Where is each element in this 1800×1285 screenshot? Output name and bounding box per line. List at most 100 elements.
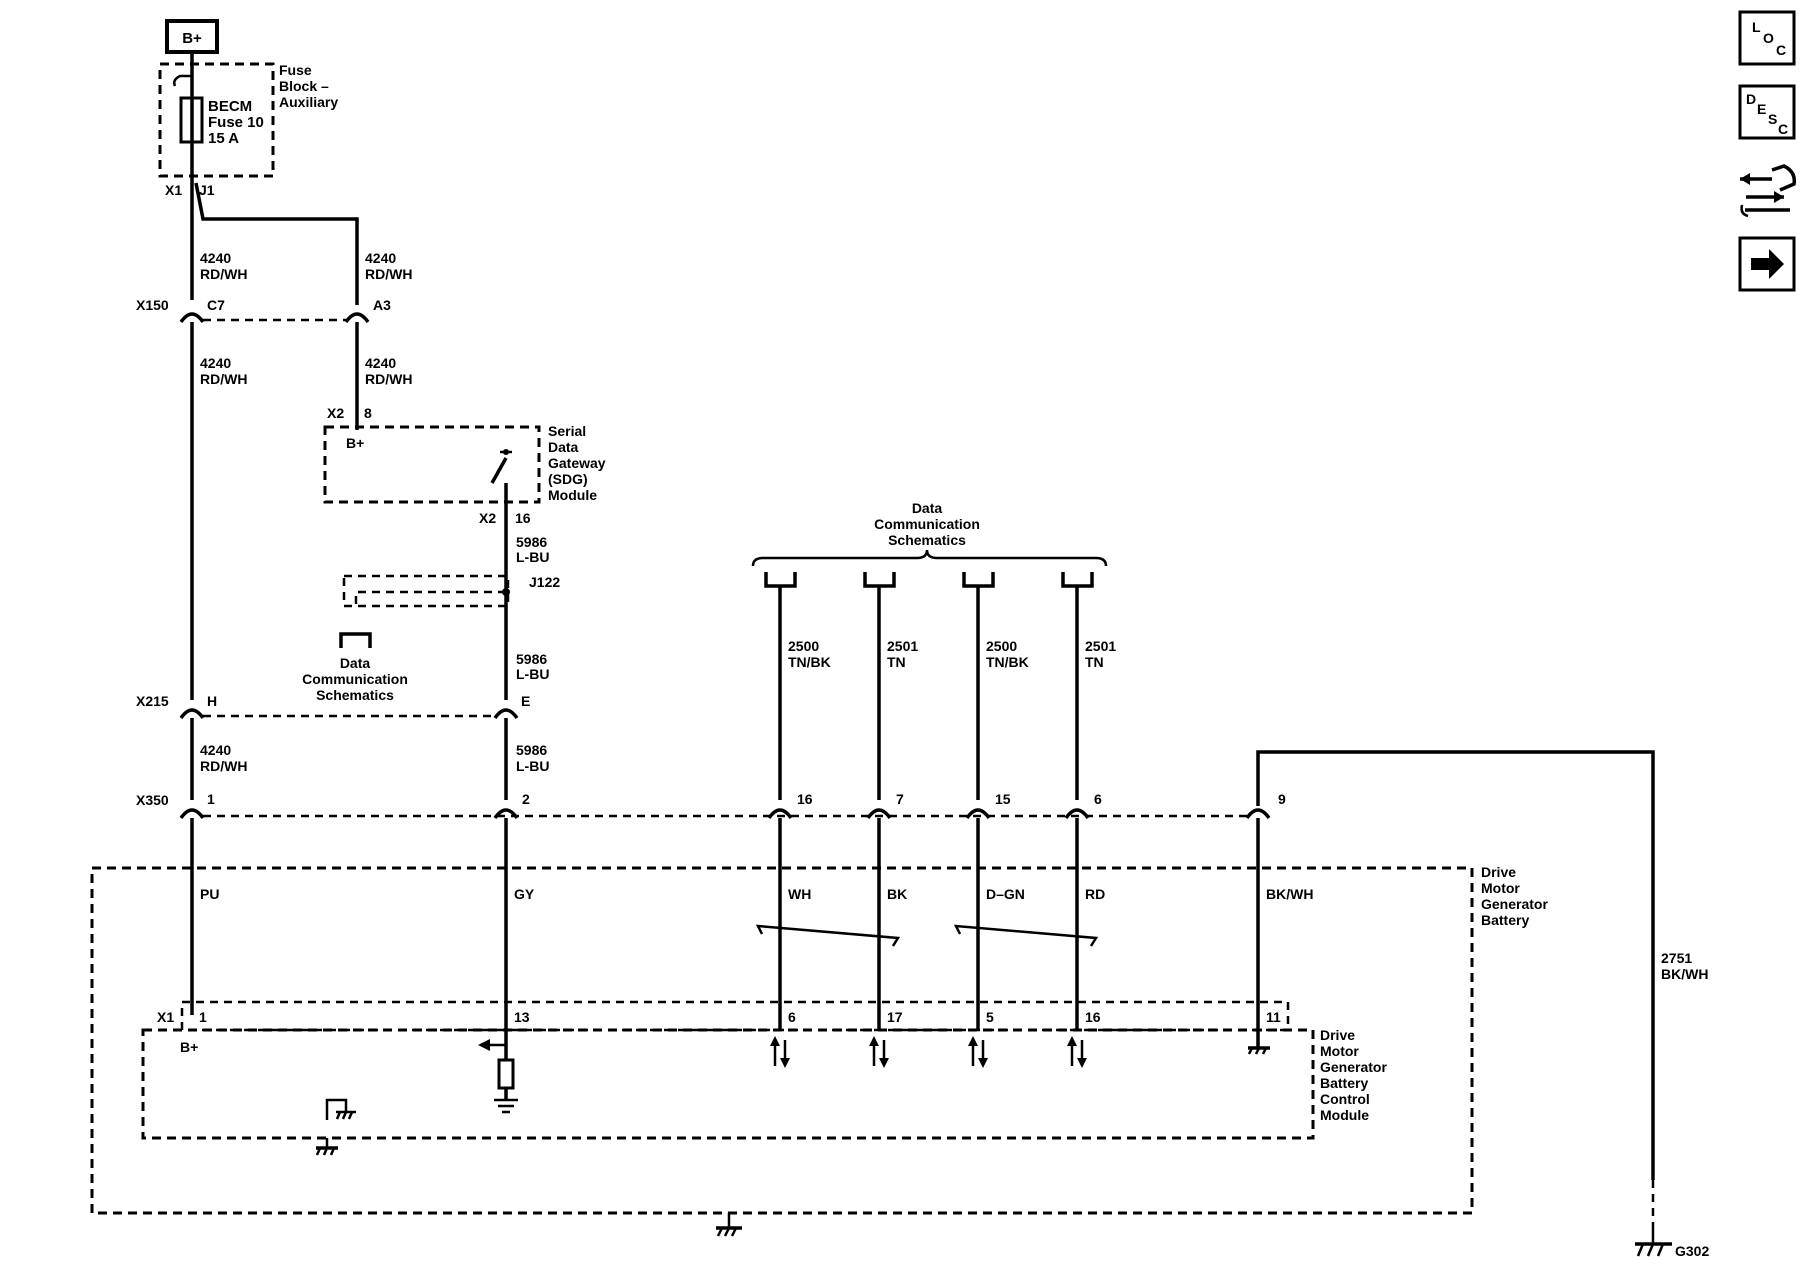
sdg-x2-in-label: X2 bbox=[327, 405, 344, 421]
internal-color-wh: WH bbox=[788, 886, 811, 902]
wire-2500-a-color: TN/BK bbox=[788, 654, 831, 670]
svg-text:Module: Module bbox=[1320, 1107, 1369, 1123]
wire-5986-b-num: 5986 bbox=[516, 651, 547, 667]
wire-5986-c-color: L-BU bbox=[516, 758, 549, 774]
x350-pin-7: 7 bbox=[896, 791, 904, 807]
sdg-x2-out-label: X2 bbox=[479, 510, 496, 526]
x350-pin-16: 16 bbox=[797, 791, 813, 807]
x1-pin-6: 6 bbox=[788, 1009, 796, 1025]
x150-pin-a3 bbox=[344, 312, 370, 324]
battery-case-ground-icon bbox=[716, 1213, 742, 1237]
pin13-signal-ground-symbol bbox=[478, 1039, 518, 1114]
wire-4240-c-num: 4240 bbox=[200, 355, 231, 371]
battery-source-label: B+ bbox=[182, 30, 202, 47]
loc-icon[interactable]: L O C bbox=[1738, 10, 1796, 66]
internal-color-dgn: D–GN bbox=[986, 886, 1025, 902]
svg-text:Fuse 10: Fuse 10 bbox=[208, 114, 264, 131]
sdg-switch-symbol bbox=[490, 457, 508, 484]
x150-a3-label: A3 bbox=[373, 297, 391, 313]
x350-pin-2: 2 bbox=[522, 791, 530, 807]
x150-label: X150 bbox=[136, 297, 169, 313]
svg-text:Drive: Drive bbox=[1481, 864, 1516, 880]
internal-color-pu: PU bbox=[200, 886, 219, 902]
data-comm-links-top bbox=[764, 572, 1094, 588]
wire-4240-d-num: 4240 bbox=[365, 355, 396, 371]
wire-2501-a-num: 2501 bbox=[887, 638, 918, 654]
data-comm-label-left: Data Communication Schematics bbox=[302, 655, 408, 703]
svg-text:L: L bbox=[1752, 19, 1761, 35]
svg-text:Schematics: Schematics bbox=[888, 532, 966, 548]
x1-connector bbox=[180, 1000, 1290, 1032]
svg-text:Data: Data bbox=[548, 439, 579, 455]
wire-2500-a-num: 2500 bbox=[788, 638, 819, 654]
x1-pin-16: 16 bbox=[1085, 1009, 1101, 1025]
svg-text:15 A: 15 A bbox=[208, 130, 239, 147]
bidirectional-arrow-icons bbox=[770, 1036, 1087, 1068]
svg-text:Module: Module bbox=[548, 487, 597, 503]
svg-text:C: C bbox=[1776, 42, 1786, 58]
fuse-pin-j1: J1 bbox=[199, 182, 215, 198]
svg-text:Schematics: Schematics bbox=[316, 687, 394, 703]
svg-text:S: S bbox=[1768, 111, 1777, 127]
wire-5986-a-num: 5986 bbox=[516, 534, 547, 550]
arrow-right-icon[interactable] bbox=[1738, 236, 1796, 292]
x215-h-label: H bbox=[207, 693, 217, 709]
drive-battery-label: Drive Motor Generator Battery bbox=[1481, 864, 1548, 928]
wire-4240-a-num: 4240 bbox=[200, 250, 231, 266]
x1-pin-17: 17 bbox=[887, 1009, 903, 1025]
splice-j122-label: J122 bbox=[529, 574, 560, 590]
drive-motor-generator-battery bbox=[90, 866, 1474, 1215]
wire-4240-e-color: RD/WH bbox=[200, 758, 247, 774]
svg-text:Communication: Communication bbox=[302, 671, 408, 687]
wire-5986-a-color: L-BU bbox=[516, 549, 549, 565]
svg-text:Data: Data bbox=[912, 500, 943, 516]
wire-2501-b-color: TN bbox=[1085, 654, 1104, 670]
x1-pin-11: 11 bbox=[1266, 1009, 1281, 1025]
battery-control-module-box bbox=[141, 1028, 1315, 1140]
x1-label: X1 bbox=[157, 1009, 174, 1025]
x350-pin-1: 1 bbox=[207, 791, 215, 807]
svg-text:Gateway: Gateway bbox=[548, 455, 606, 471]
x215-e-label: E bbox=[521, 693, 530, 709]
x1-pin-1: 1 bbox=[199, 1009, 207, 1025]
pin11-chassis-ground-icon bbox=[1247, 1046, 1270, 1055]
x1-pin-13: 13 bbox=[514, 1009, 530, 1025]
desc-icon[interactable]: D E S C bbox=[1738, 84, 1796, 140]
wire-2500-b-num: 2500 bbox=[986, 638, 1017, 654]
fuse-block-auxiliary bbox=[158, 62, 275, 178]
svg-text:Communication: Communication bbox=[874, 516, 980, 532]
svg-text:Fuse: Fuse bbox=[279, 62, 312, 78]
sdg-pin-16-label: 16 bbox=[515, 510, 531, 526]
svg-text:Motor: Motor bbox=[1320, 1043, 1359, 1059]
wire-4240-d-color: RD/WH bbox=[365, 371, 412, 387]
svg-text:(SDG): (SDG) bbox=[548, 471, 588, 487]
wire-2751-num: 2751 bbox=[1661, 950, 1692, 966]
connector-icon[interactable] bbox=[1740, 164, 1797, 218]
wire-2501-b-num: 2501 bbox=[1085, 638, 1116, 654]
wire-2751-color: BK/WH bbox=[1661, 966, 1708, 982]
internal-color-bkwh: BK/WH bbox=[1266, 886, 1313, 902]
data-comm-link-left bbox=[339, 632, 372, 648]
svg-text:Battery: Battery bbox=[1320, 1075, 1368, 1091]
svg-text:E: E bbox=[1757, 101, 1766, 117]
svg-text:Serial: Serial bbox=[548, 423, 586, 439]
wire-2501-a-color: TN bbox=[887, 654, 906, 670]
svg-text:Auxiliary: Auxiliary bbox=[279, 94, 338, 110]
ground-g302-label: G302 bbox=[1675, 1243, 1709, 1259]
svg-text:Block –: Block – bbox=[279, 78, 329, 94]
wire-2751-ground bbox=[1256, 750, 1655, 1180]
x215-pin-e bbox=[493, 708, 519, 720]
svg-text:Data: Data bbox=[340, 655, 371, 671]
wire-4240-b-num: 4240 bbox=[365, 250, 396, 266]
x350-pin-15: 15 bbox=[995, 791, 1011, 807]
wire-2500-b-color: TN/BK bbox=[986, 654, 1029, 670]
x350-pin-6: 6 bbox=[1094, 791, 1102, 807]
wire-4240-e-num: 4240 bbox=[200, 742, 231, 758]
x150-c7-label: C7 bbox=[207, 297, 225, 313]
x215-label: X215 bbox=[136, 693, 169, 709]
ground-g302-symbol bbox=[1635, 1230, 1672, 1257]
fuse-block-label: Fuse Block – Auxiliary bbox=[279, 62, 338, 110]
branch-wire-4240 bbox=[194, 182, 359, 305]
data-comm-bracket bbox=[751, 549, 1108, 567]
